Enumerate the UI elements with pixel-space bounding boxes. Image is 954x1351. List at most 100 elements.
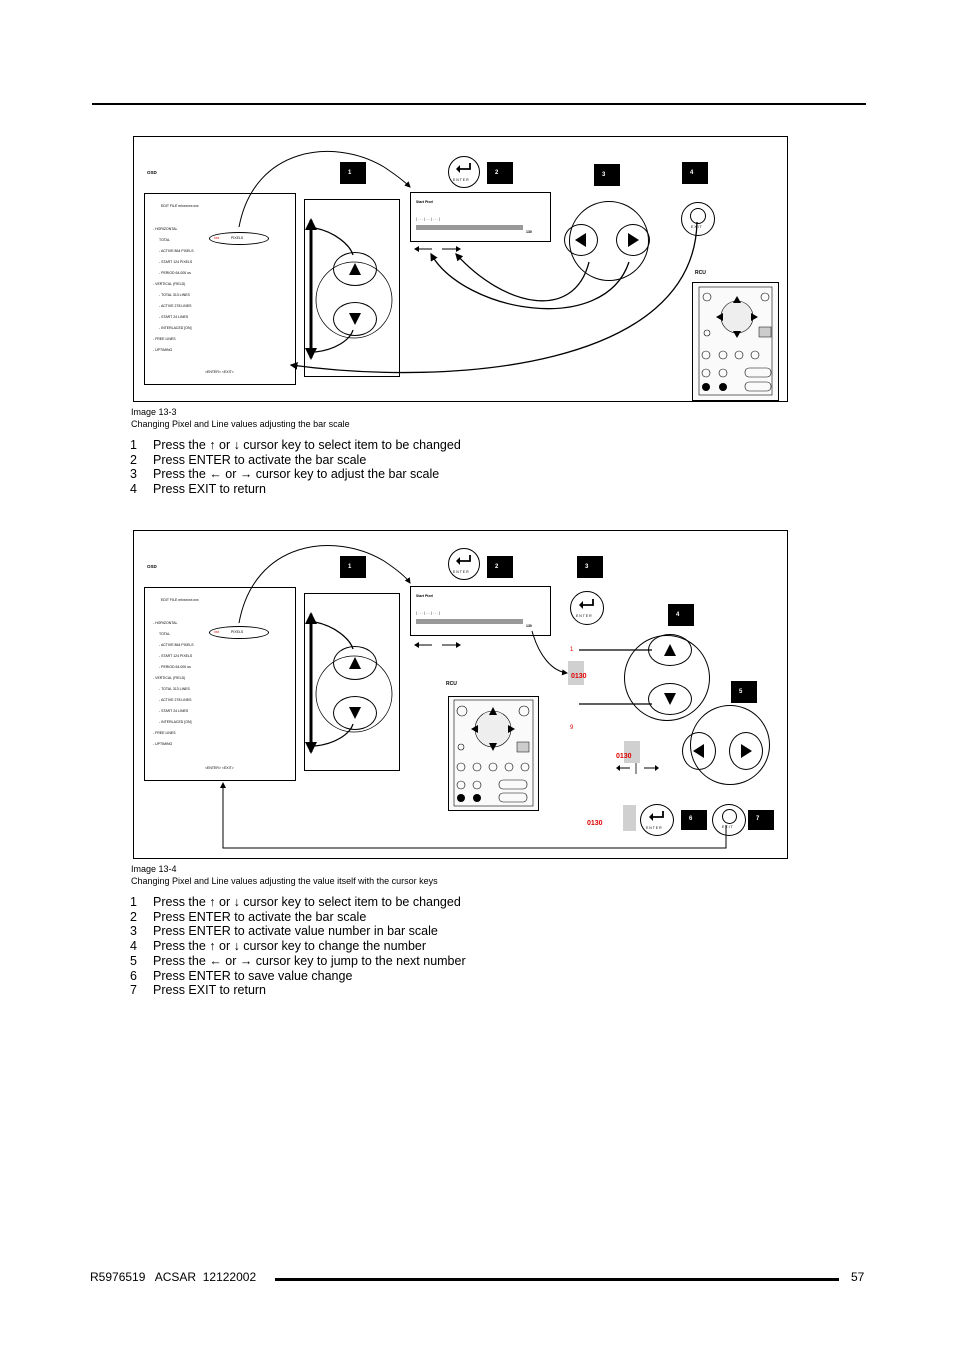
rcu-label: RCU — [695, 270, 706, 276]
osd-red-value: xxx — [214, 236, 220, 240]
page-number: 57 — [851, 1270, 865, 1284]
osd-line: - ACTIVE 864 PIXELS — [159, 249, 194, 253]
up-key[interactable] — [333, 646, 377, 680]
enter-key[interactable]: E N T E R — [448, 156, 480, 188]
osd-line: - HORIZONTAL — [153, 621, 178, 625]
osd-line: - UPTIMING — [153, 348, 173, 352]
osd-line: <ENTER> <EXIT> — [205, 370, 234, 374]
right-key[interactable] — [616, 224, 650, 256]
step-badge-3: 3 — [577, 556, 603, 578]
osd-line: - START 24 LINES — [159, 315, 189, 319]
active-digit-highlight — [568, 661, 584, 685]
step-badge-7: 7 — [748, 810, 774, 830]
osd-menu-panel: EDIT FILE mlxxxxxx.xxx - HORIZONTAL TOTA… — [144, 587, 296, 781]
osd-line: - FREE LINES — [153, 337, 176, 341]
remote-control-icon — [453, 699, 534, 807]
osd-line: - START 24 LINES — [159, 709, 189, 713]
right-key[interactable] — [729, 732, 763, 770]
up-key[interactable] — [333, 252, 377, 286]
step-badge-2: 2 — [487, 556, 513, 578]
osd-line: - START 124 PIXELS — [159, 260, 193, 264]
figure-connectors — [220, 545, 727, 849]
step-badge-5: 5 — [731, 681, 757, 703]
bar-scale-ticks: | . . . | . . . | . . . | — [416, 611, 441, 615]
caption-title: Image 13-4 — [131, 864, 177, 874]
osd-line: - PERIOD 64.000 us — [159, 665, 191, 669]
bar-scale-track[interactable] — [416, 619, 523, 624]
down-key[interactable] — [333, 302, 377, 336]
bar-scale-value: 130 — [526, 230, 532, 234]
osd-selected-field — [209, 232, 269, 245]
bar-scale-track[interactable] — [416, 225, 523, 230]
down-key[interactable] — [333, 696, 377, 730]
osd-line: - ACTIVE 278 LINES — [159, 698, 192, 702]
updown-arrows-graphic — [305, 218, 393, 360]
enter-key-label: E N T E R — [453, 178, 469, 182]
left-right-arrows-icon — [414, 246, 461, 252]
active-digit-highlight — [624, 741, 640, 763]
up-key[interactable] — [648, 634, 692, 666]
bar-scale-label: Start Pixel — [416, 200, 434, 204]
osd-line: PIXELS — [231, 236, 244, 240]
caption-text: Changing Pixel and Line values adjusting… — [131, 419, 350, 429]
down-key[interactable] — [648, 683, 692, 715]
osd-selected-field — [209, 626, 269, 639]
triangle-down-icon — [349, 313, 361, 325]
osd-line: EDIT FILE mlxxxxxx.xxx — [161, 598, 199, 602]
enter-return-icon — [456, 163, 471, 173]
osd-line: <ENTER> <EXIT> — [205, 766, 234, 770]
active-digit-highlight — [623, 805, 636, 831]
header-rule — [92, 103, 866, 105]
bar-scale-panel: Start Pixel | . . . | . . . | . . . | 13… — [410, 586, 551, 636]
step-badge-2: 2 — [487, 162, 513, 184]
left-key[interactable] — [682, 732, 716, 770]
osd-line: - TOTAL 313 LINES — [159, 687, 190, 691]
rcu-remote — [692, 282, 779, 401]
footer-doc-id: R5976519 ACSAR 12122002 — [90, 1270, 257, 1284]
updown-key-panel — [304, 199, 400, 377]
edited-value: 0130 — [571, 673, 587, 680]
triangle-right-icon — [628, 233, 639, 247]
enter-key[interactable]: E N T E R — [448, 548, 480, 580]
osd-line: TOTAL — [159, 632, 170, 636]
enter-key[interactable]: E N T E R — [640, 804, 674, 836]
caption-title: Image 13-3 — [131, 407, 177, 417]
enter-key-label: E N T E R — [576, 614, 592, 618]
enter-key[interactable]: E N T E R — [570, 591, 604, 625]
osd-red-value: xxx — [214, 630, 220, 634]
osd-title: OSD — [147, 564, 157, 569]
exit-key[interactable]: E X I T — [681, 202, 715, 236]
osd-line: TOTAL — [159, 238, 170, 242]
left-right-arrows-icon — [414, 642, 461, 648]
enter-return-icon — [579, 599, 594, 609]
osd-line: - INTERLACED [ON] — [159, 326, 192, 330]
enter-key-label: E N T E R — [646, 826, 662, 830]
triangle-right-icon — [741, 744, 752, 758]
osd-line: - START 124 PIXELS — [159, 654, 193, 658]
triangle-left-icon — [575, 233, 586, 247]
triangle-down-icon — [664, 693, 676, 705]
rcu-label: RCU — [446, 681, 457, 687]
remote-control-icon — [698, 286, 773, 396]
triangle-up-icon — [349, 657, 361, 669]
figure-13-3: OSD EDIT FILE mlxxxxxx.xxx - HORIZONTAL … — [133, 136, 788, 402]
bar-scale-label: Start Pixel — [416, 594, 434, 598]
step-badge-1: 1 — [340, 162, 366, 184]
exit-key[interactable]: E X I T — [712, 804, 746, 836]
bar-scale-ticks: | . . . | . . . | . . . | — [416, 217, 441, 221]
rcu-remote — [448, 696, 539, 811]
left-key[interactable] — [564, 224, 598, 256]
osd-line: - VERTICAL (FIELD) — [153, 676, 186, 680]
step-badge-6: 6 — [681, 810, 707, 830]
triangle-down-icon — [349, 707, 361, 719]
exit-key-label: E X I T — [722, 825, 733, 829]
